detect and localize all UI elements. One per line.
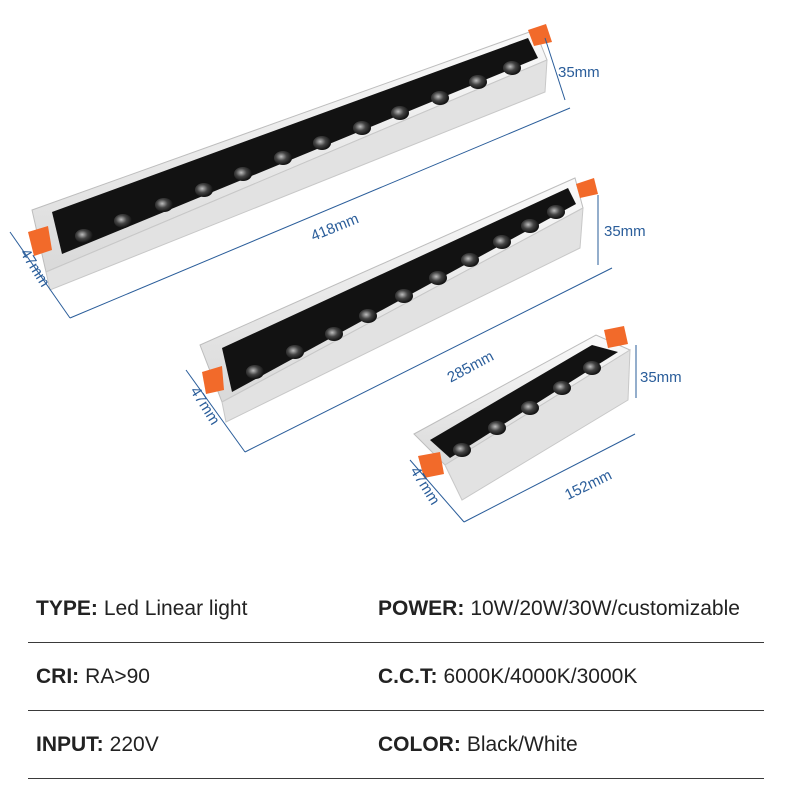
spec-row: TYPE:Led Linear light POWER:10W/20W/30W/…	[28, 580, 764, 643]
small-height-label: 35mm	[640, 369, 682, 386]
spec-value: 6000K/4000K/3000K	[443, 665, 638, 688]
medium-length-label: 285mm	[445, 348, 497, 386]
spec-value: Led Linear light	[103, 597, 248, 620]
product-illustration: 418mm 47mm 35mm 285mm 47mm 35mm 152mm 47…	[9, 24, 682, 523]
spec-cell: INPUT:220V	[36, 733, 159, 757]
spec-key: INPUT:	[36, 733, 104, 756]
light-fixture-medium	[185, 177, 613, 453]
spec-key: TYPE:	[36, 597, 98, 620]
spec-value: 220V	[109, 733, 159, 756]
spec-table: TYPE:Led Linear light POWER:10W/20W/30W/…	[0, 580, 800, 800]
spec-row: CRI:RA>90 C.C.T:6000K/4000K/3000K	[28, 648, 764, 711]
spec-key: C.C.T:	[378, 665, 438, 688]
spec-value: 10W/20W/30W/customizable	[470, 597, 740, 620]
spec-cell: CRI:RA>90	[36, 665, 150, 689]
spec-key: POWER:	[378, 597, 465, 620]
spec-cell: TYPE:Led Linear light	[36, 597, 247, 621]
spec-value: RA>90	[85, 665, 150, 688]
large-length-label: 418mm	[308, 210, 361, 245]
large-height-label: 35mm	[558, 64, 600, 81]
light-fixture-large	[9, 24, 571, 319]
spec-cell: POWER:10W/20W/30W/customizable	[378, 597, 740, 621]
spec-key: CRI:	[36, 665, 80, 688]
spec-value: Black/White	[466, 733, 578, 756]
spec-row: INPUT:220V COLOR:Black/White	[28, 716, 764, 779]
light-fixture-small	[409, 326, 637, 523]
small-length-label: 152mm	[562, 467, 614, 504]
spec-cell: COLOR:Black/White	[378, 733, 578, 757]
medium-height-label: 35mm	[604, 223, 646, 240]
spec-cell: C.C.T:6000K/4000K/3000K	[378, 665, 637, 689]
spec-key: COLOR:	[378, 733, 461, 756]
